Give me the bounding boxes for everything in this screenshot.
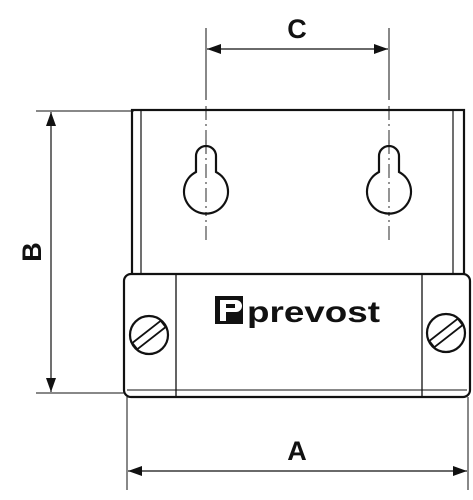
keyhole-slot-left: [182, 140, 230, 216]
extension-lines: [36, 28, 469, 490]
prevost-p-logo-icon: [215, 296, 243, 324]
brand-name: prevost: [247, 296, 380, 329]
keyhole-slot-right: [365, 140, 413, 216]
screw-left-icon: [128, 314, 170, 356]
dimension-a: A: [128, 436, 467, 476]
dimension-b-label: B: [17, 242, 47, 262]
dimension-a-label: A: [287, 436, 307, 466]
prevost-logo: prevost: [215, 296, 380, 329]
screw-right-icon: [425, 312, 467, 354]
center-lines: [205, 106, 390, 240]
dimension-b: B: [17, 112, 56, 392]
dimension-c: C: [207, 14, 388, 54]
clamp-block: [122, 272, 472, 399]
dimension-c-label: C: [287, 14, 307, 44]
bracket-plate: [130, 108, 466, 280]
